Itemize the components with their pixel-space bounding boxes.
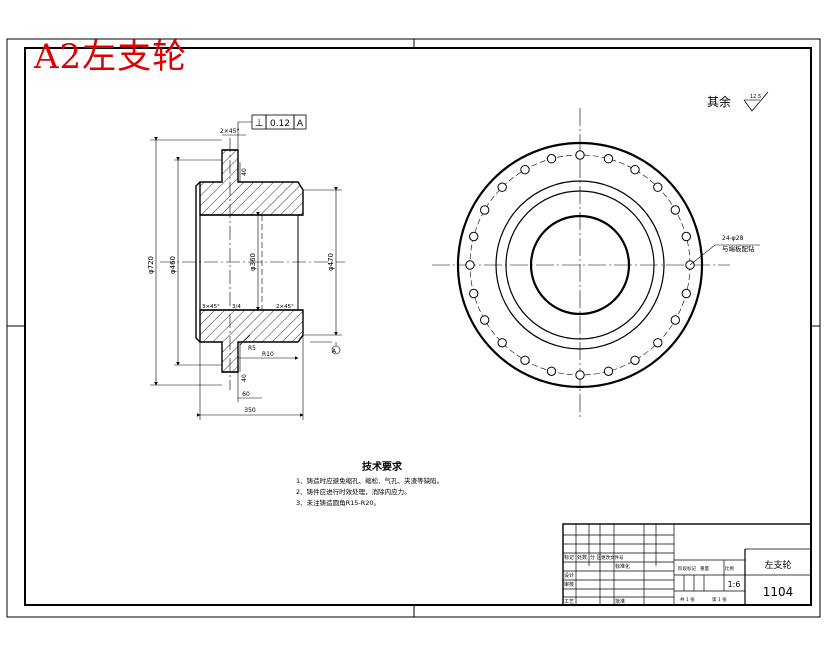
section-view	[160, 138, 345, 390]
section-dimension-labels: 2×45° φ720 φ460 φ360 φ470 40 40 R5 R10 3…	[147, 128, 337, 414]
dim-slot-lower: 40	[241, 374, 248, 382]
label-standardize: 标准化	[615, 563, 630, 570]
roughness-icon	[743, 91, 769, 112]
bolt-hole	[520, 355, 530, 365]
dim-flange-width: 60	[242, 391, 250, 398]
geometric-tolerance-frame: ⊥ 0.12 A	[251, 114, 307, 130]
bolt-hole	[603, 366, 614, 376]
hole-note-count: 24-φ28	[722, 235, 744, 242]
bore-circle	[529, 214, 631, 316]
dim-chamfer-mid: 3/4	[232, 304, 241, 310]
label-scale: 比例	[725, 565, 734, 572]
roughness-note: 其余 12.5	[707, 91, 769, 112]
label-stage-mark: 阶段标记	[678, 565, 696, 572]
bolt-hole	[469, 288, 479, 299]
bolt-hole	[465, 260, 475, 270]
section-hatch-lower	[199, 309, 304, 373]
bolt-hole	[670, 205, 680, 215]
dim-inner-dia: φ460	[169, 256, 177, 274]
drawing-number: 1104	[763, 585, 794, 599]
bolt-hole	[681, 231, 691, 242]
label-sheet-no: 第 1 张	[712, 596, 727, 603]
bolt-hole	[546, 154, 557, 164]
drawing-title-stamp: A2左支轮	[34, 37, 188, 77]
bolt-holes	[465, 150, 695, 380]
dim-fillet: R5	[248, 345, 256, 352]
dim-chamfer-right: 2×45°	[276, 304, 294, 310]
title-block	[562, 523, 812, 606]
label-weight: 重量	[700, 565, 709, 572]
label-check: 审核	[564, 581, 574, 588]
bolt-hole	[603, 154, 614, 164]
outer-rim-circle	[456, 141, 704, 389]
dim-top-chamfer: 2×45°	[220, 128, 239, 135]
hole-note: 24-φ28 与端板配钻	[722, 235, 755, 253]
bolt-hole	[480, 315, 490, 325]
dim-hub-dia: φ470	[327, 253, 335, 271]
bolt-hole	[497, 182, 507, 192]
bolt-hole	[469, 231, 479, 242]
title-block-text: 左支轮 1104 1:6 标记 处数 分 区 更改文件号 设计 标准化 审核 工…	[564, 554, 793, 605]
part-name: 左支轮	[764, 559, 791, 571]
front-view	[432, 108, 760, 418]
datum-a-label: A	[332, 348, 337, 355]
bolt-hole	[653, 338, 663, 348]
hub-circle	[505, 190, 655, 340]
dim-bore: φ360	[249, 253, 257, 271]
dim-slot-upper: 40	[241, 168, 248, 176]
label-mark: 标记	[564, 554, 574, 561]
label-process: 工艺	[564, 599, 574, 605]
roughness-label: 其余	[707, 94, 731, 109]
dim-chamfer-left: 3×45°	[202, 304, 220, 310]
hole-note-text: 与端板配钻	[722, 244, 755, 253]
inner-ring-circle	[495, 180, 665, 350]
dim-radius: R10	[262, 351, 274, 358]
tolerance-symbol: ⊥	[255, 118, 264, 129]
bolt-hole	[681, 288, 691, 299]
scale-value: 1:6	[728, 580, 741, 589]
label-change-doc: 更改文件号	[601, 554, 624, 561]
bolt-hole	[575, 150, 585, 160]
tech-req-item-1: 1、铸造时应避免缩孔、缩松、气孔、夹渣等缺陷。	[296, 476, 443, 485]
tech-req-title: 技术要求	[362, 460, 403, 473]
bolt-hole	[575, 370, 585, 380]
bolt-hole	[497, 338, 507, 348]
tolerance-value: 0.12	[270, 119, 290, 129]
label-design: 设计	[564, 572, 574, 579]
label-zone: 分 区	[590, 554, 602, 561]
bolt-hole	[630, 355, 640, 365]
sheet-border	[6, 38, 821, 618]
bolt-hole	[480, 205, 490, 215]
bolt-hole	[630, 165, 640, 175]
label-count: 处数	[577, 554, 587, 561]
roughness-value: 12.5	[750, 94, 761, 100]
bolt-hole	[653, 182, 663, 192]
bolt-hole	[520, 165, 530, 175]
tolerance-datum: A	[297, 119, 304, 129]
bolt-hole	[546, 366, 557, 376]
tech-req-item-3: 3、未注铸造圆角R15-R20。	[296, 498, 380, 507]
dim-outer-dia: φ720	[147, 256, 155, 274]
dim-length: 350	[244, 407, 256, 414]
tech-req-item-2: 2、铸件应进行时效处理，消除内应力。	[296, 487, 411, 496]
section-dimensions	[150, 121, 342, 420]
bolt-hole	[670, 315, 680, 325]
tech-requirements: 技术要求 1、铸造时应避免缩孔、缩松、气孔、夹渣等缺陷。 2、铸件应进行时效处理…	[296, 460, 443, 507]
label-sheets: 共 1 张	[680, 596, 695, 603]
label-approve: 批准	[615, 598, 625, 605]
